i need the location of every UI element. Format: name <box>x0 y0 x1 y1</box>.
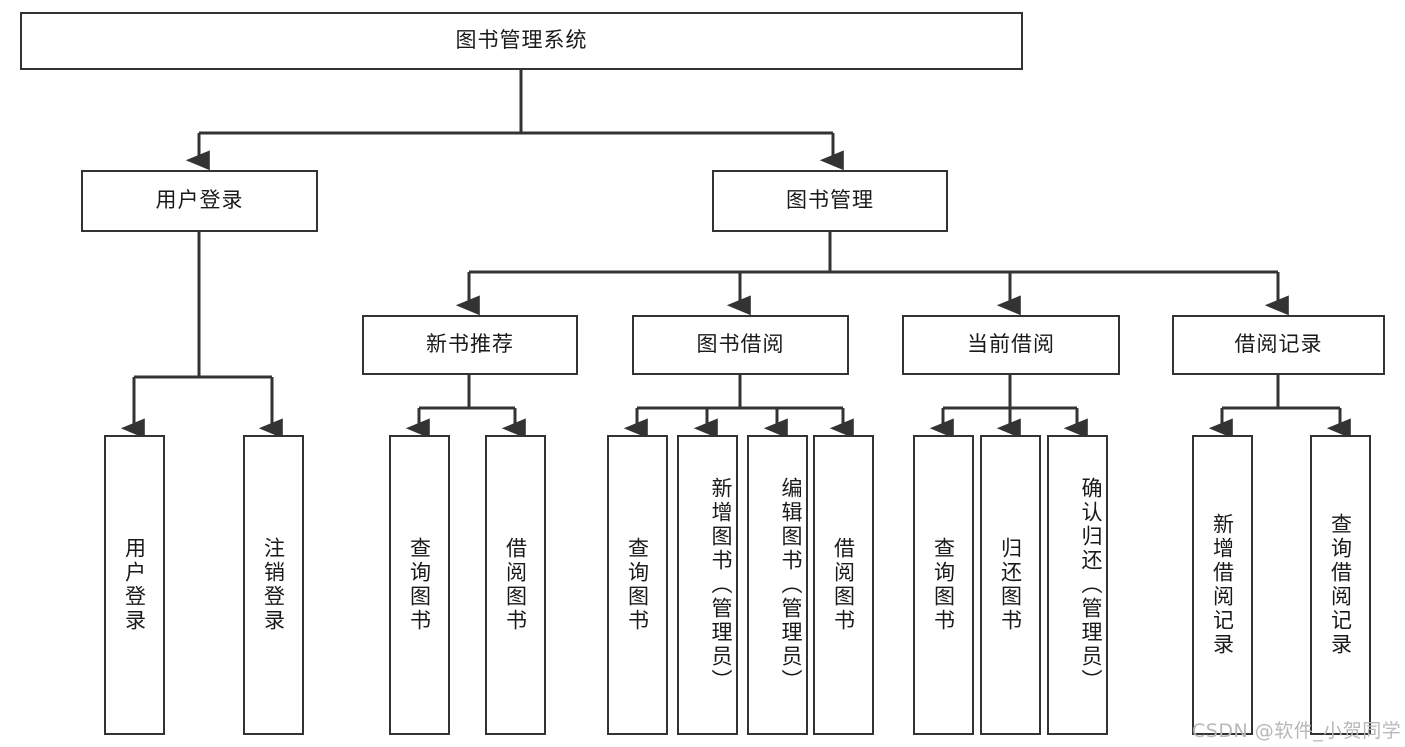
node-book-borrow-label: 图书借阅 <box>696 332 785 357</box>
leaf-query-book-3[interactable]: 查询图书 <box>913 435 974 735</box>
leaf-user-login-label: 用户登录 <box>122 537 147 633</box>
node-book-borrow[interactable]: 图书借阅 <box>632 315 849 375</box>
leaf-user-login[interactable]: 用户登录 <box>104 435 165 735</box>
leaf-query-book-3-label: 查询图书 <box>931 537 956 633</box>
leaf-add-borrow-record[interactable]: 新增借阅记录 <box>1192 435 1253 735</box>
node-user-login[interactable]: 用户登录 <box>81 170 318 232</box>
node-user-login-label: 用户登录 <box>155 188 244 213</box>
node-book-management-label: 图书管理 <box>786 188 874 213</box>
leaf-return-book[interactable]: 归还图书 <box>980 435 1041 735</box>
node-book-management[interactable]: 图书管理 <box>712 170 948 232</box>
leaf-logout-login-label: 注销登录 <box>261 537 286 633</box>
node-new-book-recommend[interactable]: 新书推荐 <box>362 315 578 375</box>
leaf-confirm-return-admin[interactable]: 确认归还（管理员） <box>1047 435 1108 735</box>
leaf-query-book-2[interactable]: 查询图书 <box>607 435 668 735</box>
leaf-query-borrow-record-label: 查询借阅记录 <box>1328 513 1353 657</box>
node-root[interactable]: 图书管理系统 <box>20 12 1023 70</box>
leaf-borrow-book-2-label: 借阅图书 <box>831 537 856 633</box>
leaf-query-book-2-label: 查询图书 <box>625 537 650 633</box>
watermark: CSDN @软件_小贺同学 <box>1192 720 1402 742</box>
leaf-borrow-book-1[interactable]: 借阅图书 <box>485 435 546 735</box>
leaf-logout-login[interactable]: 注销登录 <box>243 435 304 735</box>
node-borrow-record[interactable]: 借阅记录 <box>1172 315 1385 375</box>
leaf-query-book-1-label: 查询图书 <box>407 537 432 633</box>
leaf-query-book-1[interactable]: 查询图书 <box>389 435 450 735</box>
node-root-label: 图书管理系统 <box>455 28 588 53</box>
leaf-borrow-book-1-label: 借阅图书 <box>503 537 528 633</box>
leaf-confirm-return-admin-label: 确认归还（管理员） <box>1079 477 1103 693</box>
node-borrow-record-label: 借阅记录 <box>1234 332 1323 357</box>
leaf-edit-book-admin-label: 编辑图书（管理员） <box>779 477 803 693</box>
leaf-add-borrow-record-label: 新增借阅记录 <box>1210 513 1235 657</box>
leaf-add-book-admin-label: 新增图书（管理员） <box>709 477 733 693</box>
leaf-query-borrow-record[interactable]: 查询借阅记录 <box>1310 435 1371 735</box>
node-new-book-recommend-label: 新书推荐 <box>426 332 514 357</box>
node-current-borrow-label: 当前借阅 <box>967 332 1055 357</box>
leaf-borrow-book-2[interactable]: 借阅图书 <box>813 435 874 735</box>
leaf-return-book-label: 归还图书 <box>998 537 1023 633</box>
leaf-add-book-admin[interactable]: 新增图书（管理员） <box>677 435 738 735</box>
node-current-borrow[interactable]: 当前借阅 <box>902 315 1120 375</box>
leaf-edit-book-admin[interactable]: 编辑图书（管理员） <box>747 435 808 735</box>
